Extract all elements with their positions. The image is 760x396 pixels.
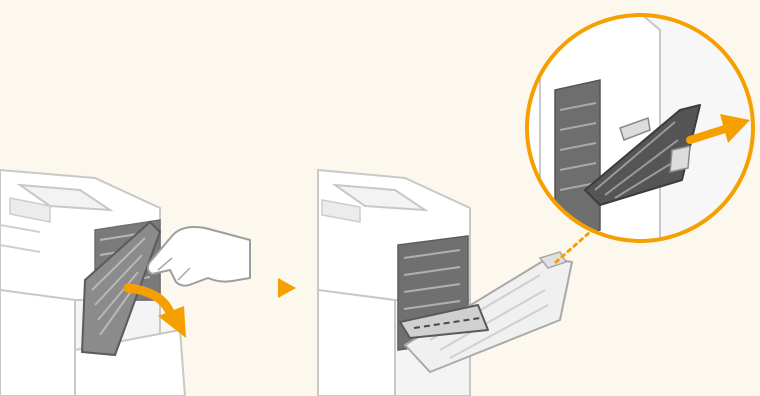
triangle-right-icon bbox=[278, 278, 296, 298]
hand-icon bbox=[148, 227, 250, 286]
